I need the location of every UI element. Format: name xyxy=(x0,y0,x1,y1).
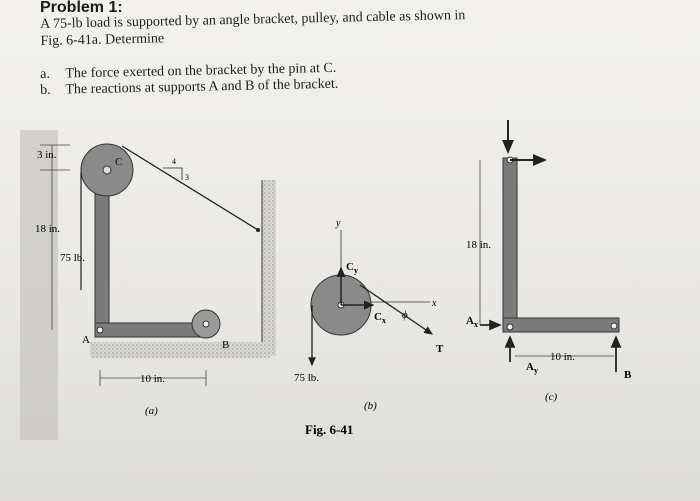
x-axis-label: x xyxy=(431,298,437,309)
pin-c xyxy=(102,165,112,175)
cable xyxy=(121,145,259,231)
load-label: 75 lb. xyxy=(60,252,85,264)
caption-c: (c) xyxy=(545,391,558,403)
figure-a-right-wall xyxy=(262,180,276,356)
point-a-label: A xyxy=(82,334,90,346)
tension-label: T xyxy=(436,343,444,355)
figure-a: 3 in. 18 in. 75 lb. 4 3 C A B 10 in. (a) xyxy=(20,130,276,440)
load-label-b: 75 lb. xyxy=(294,372,319,384)
cy-label: Cy xyxy=(346,261,358,275)
slope-3-label: 3 xyxy=(185,173,189,182)
theta-label: ϕ xyxy=(402,309,408,321)
point-b-label: B xyxy=(222,339,229,351)
ax-label: Ax xyxy=(466,315,478,329)
figure-label: Fig. 6-41 xyxy=(305,422,353,437)
bracket-c-vertical xyxy=(502,157,518,331)
dim-3in-label: 3 in. xyxy=(37,149,57,161)
dim-10in-label: 10 in. xyxy=(140,373,165,385)
dim-c-18in-label: 18 in. xyxy=(466,239,491,251)
figure-c: 18 in. Ax Ay B 10 in. (c) xyxy=(466,120,632,403)
slope-4-label: 4 xyxy=(172,157,176,166)
pin-c-label: C xyxy=(115,156,122,168)
tension-arrow xyxy=(359,284,434,335)
figure-b: y x Cy Cx ϕ T 75 lb. (b) xyxy=(294,218,444,412)
cx-label: Cx xyxy=(374,311,386,325)
figure-a-ground xyxy=(90,342,270,358)
caption-b: (b) xyxy=(364,400,377,412)
bracket-c-horizontal xyxy=(502,317,620,333)
problem-title: Problem 1: xyxy=(40,0,123,16)
pin-a xyxy=(96,326,104,334)
ay-label: Ay xyxy=(526,361,538,375)
dim-c-10in-label: 10 in. xyxy=(550,351,575,363)
caption-a: (a) xyxy=(145,405,158,417)
dim-18in-label: 18 in. xyxy=(35,223,60,235)
y-axis-label: y xyxy=(335,218,341,229)
point-b-c-label: B xyxy=(624,369,632,381)
